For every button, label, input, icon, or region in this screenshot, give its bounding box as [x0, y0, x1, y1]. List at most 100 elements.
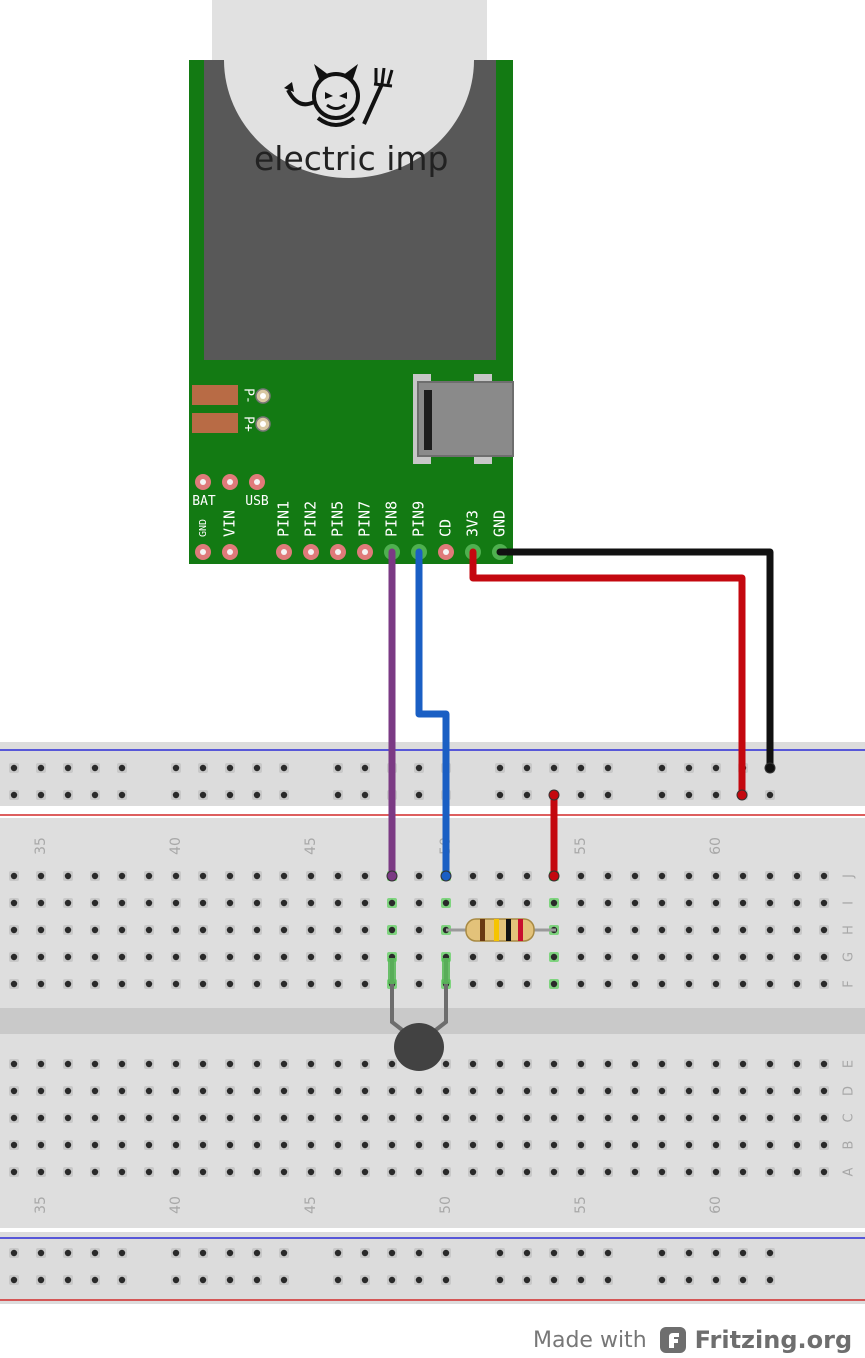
- pin-pin5-4-hole: [335, 549, 341, 555]
- thermistor: [388, 958, 450, 1071]
- hole-F-37-center: [91, 980, 99, 988]
- column-number-50-bottom: 50: [438, 1196, 454, 1214]
- hole-H-37-center: [91, 926, 99, 934]
- hole-C-47-center: [361, 1114, 369, 1122]
- rail-top-neg-19-center: [523, 764, 531, 772]
- hole-B-51-center: [469, 1141, 477, 1149]
- hole-B-45-center: [307, 1141, 315, 1149]
- row-letter-H: H: [842, 925, 857, 935]
- hole-I-49-center: [415, 899, 423, 907]
- hole-F-52-center: [496, 980, 504, 988]
- hole-G-45-center: [307, 953, 315, 961]
- fritzing-brand-text: Fritzing.org: [694, 1326, 853, 1354]
- hole-G-58-center: [658, 953, 666, 961]
- hole-E-58-center: [658, 1060, 666, 1068]
- label-gnd-0: GND: [198, 519, 209, 537]
- hole-F-47-center: [361, 980, 369, 988]
- hole-I-45-center: [307, 899, 315, 907]
- rail-bot-pos-3-center: [91, 1276, 99, 1284]
- rail-top-neg-3-center: [91, 764, 99, 772]
- top-power-rail: [0, 742, 865, 806]
- label-usb: USB: [245, 494, 269, 509]
- hole-A-38-center: [118, 1168, 126, 1176]
- rail-bot-pos-16-center: [442, 1276, 450, 1284]
- hole-A-45-center: [307, 1168, 315, 1176]
- label-pin1-2: PIN1: [275, 501, 293, 537]
- pin-top-1-hole: [227, 479, 233, 485]
- rail-top-pos-0-center: [10, 791, 18, 799]
- wire-gnd: [496, 548, 774, 772]
- rail-bot-pos-2-center: [64, 1276, 72, 1284]
- hole-D-58-center: [658, 1087, 666, 1095]
- hole-D-59-center: [685, 1087, 693, 1095]
- rail-bot-neg-4-center: [118, 1249, 126, 1257]
- hole-I-40-center: [172, 899, 180, 907]
- hole-J-55-center: [577, 872, 585, 880]
- rail-bot-pos-9-center: [253, 1276, 261, 1284]
- hole-G-40-center: [172, 953, 180, 961]
- hole-E-37-center: [91, 1060, 99, 1068]
- hole-E-40-center: [172, 1060, 180, 1068]
- rail-bot-neg-12-center: [334, 1249, 342, 1257]
- hole-I-38-center: [118, 899, 126, 907]
- hole-H-41-center: [199, 926, 207, 934]
- hole-I-35-center: [37, 899, 45, 907]
- hole-J-61-center: [739, 872, 747, 880]
- hole-I-63-center: [793, 899, 801, 907]
- hole-E-55-center: [577, 1060, 585, 1068]
- rail-top-neg-21-center: [577, 764, 585, 772]
- hole-I-55-center: [577, 899, 585, 907]
- column-number-60-bottom: 60: [708, 1196, 724, 1214]
- hole-A-39-center: [145, 1168, 153, 1176]
- hole-H-36-center: [64, 926, 72, 934]
- hole-B-56-center: [604, 1141, 612, 1149]
- hole-H-63-center: [793, 926, 801, 934]
- rail-bot-neg-18-center: [496, 1249, 504, 1257]
- rail-bot-neg-25-center: [685, 1249, 693, 1257]
- imp-logo-text: electric imp: [254, 139, 449, 178]
- hole-G-53-center: [523, 953, 531, 961]
- hole-I-52-center: [496, 899, 504, 907]
- hole-D-57-center: [631, 1087, 639, 1095]
- hole-E-57-center: [631, 1060, 639, 1068]
- hole-I-43-center: [253, 899, 261, 907]
- rail-top-neg-24-center: [658, 764, 666, 772]
- hole-E-60-center: [712, 1060, 720, 1068]
- rail-top-neg-1-center: [37, 764, 45, 772]
- hole-C-44-center: [280, 1114, 288, 1122]
- row-letter-B: B: [842, 1141, 857, 1150]
- hole-J-52-center: [496, 872, 504, 880]
- hole-I-34-center: [10, 899, 18, 907]
- hole-B-49-center: [415, 1141, 423, 1149]
- hole-A-57-center: [631, 1168, 639, 1176]
- hole-I-37-center: [91, 899, 99, 907]
- hole-E-48-center: [388, 1060, 396, 1068]
- devil-logo-icon: [284, 64, 394, 127]
- hole-H-64-center: [820, 926, 828, 934]
- hole-E-56-center: [604, 1060, 612, 1068]
- hole-D-56-center: [604, 1087, 612, 1095]
- hole-I-46-center: [334, 899, 342, 907]
- hole-H-43-center: [253, 926, 261, 934]
- hole-C-59-center: [685, 1114, 693, 1122]
- rail-bot-neg-8-center: [226, 1249, 234, 1257]
- label-p-minus: P-: [241, 388, 256, 404]
- hole-H-39-center: [145, 926, 153, 934]
- hole-J-38-center: [118, 872, 126, 880]
- rail-top-neg-10-center: [280, 764, 288, 772]
- hole-H-49-center: [415, 926, 423, 934]
- breadboard-holes: [9, 763, 829, 1285]
- hole-B-35-center: [37, 1141, 45, 1149]
- hole-B-55-center: [577, 1141, 585, 1149]
- rail-top-neg-2-center: [64, 764, 72, 772]
- hole-G-38-center: [118, 953, 126, 961]
- hole-C-58-center: [658, 1114, 666, 1122]
- column-number-55-top: 55: [573, 837, 589, 855]
- rail-bot-pos-10-center: [280, 1276, 288, 1284]
- hole-B-38-center: [118, 1141, 126, 1149]
- hole-I-51-center: [469, 899, 477, 907]
- column-number-60-top: 60: [708, 837, 724, 855]
- hole-E-62-center: [766, 1060, 774, 1068]
